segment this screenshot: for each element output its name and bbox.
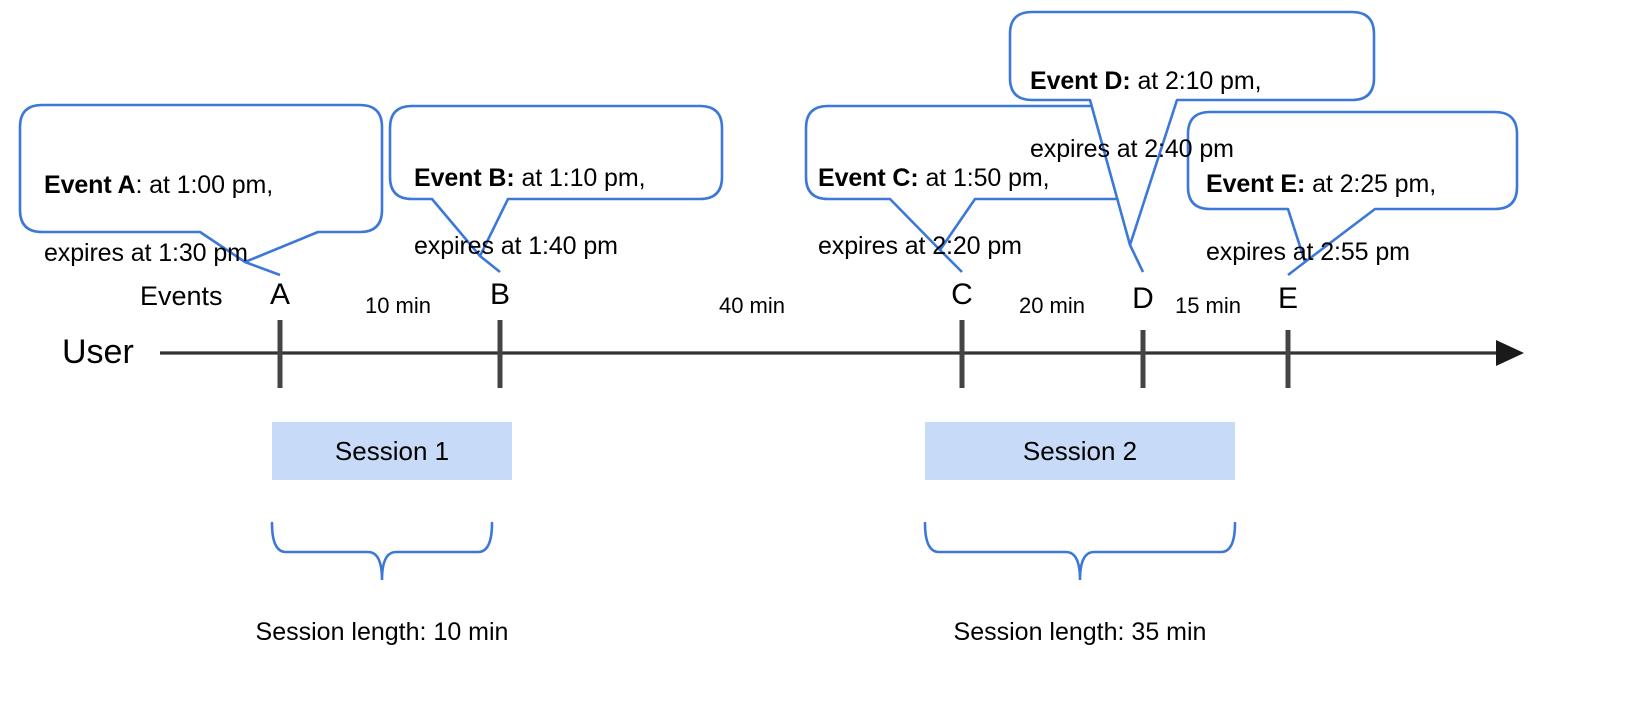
gap-label-a-b: 10 min bbox=[364, 293, 432, 318]
callout-rest-event-b: at 1:10 pm, bbox=[514, 164, 646, 192]
callout-line2-event-c: expires at 2:20 pm bbox=[818, 232, 1022, 260]
events-row-label: Events bbox=[140, 281, 223, 311]
callout-text-event-a: Event A: at 1:00 pm, expires at 1:30 pm bbox=[44, 134, 374, 270]
session-length-label-2: Session length: 35 min bbox=[953, 618, 1207, 646]
gap-label-d-e: 15 min bbox=[1174, 293, 1242, 318]
session-length-label-1: Session length: 10 min bbox=[255, 618, 509, 646]
callout-bold-event-d: Event D: bbox=[1030, 67, 1131, 95]
callout-line2-event-e: expires at 2:55 pm bbox=[1206, 238, 1410, 266]
gap-label-c-d: 20 min bbox=[1018, 293, 1086, 318]
callout-line2-event-b: expires at 1:40 pm bbox=[414, 232, 618, 260]
callout-rest-event-e: at 2:25 pm, bbox=[1305, 170, 1437, 198]
callout-text-event-d: Event D: at 2:10 pm, expires at 2:40 pm bbox=[1030, 30, 1370, 166]
event-letter-d: D bbox=[1132, 282, 1154, 315]
event-letter-c: C bbox=[951, 278, 973, 311]
callout-text-event-e: Event E: at 2:25 pm, expires at 2:55 pm bbox=[1206, 133, 1526, 269]
session-brace-2 bbox=[923, 521, 1237, 581]
session-bar-2-label: Session 2 bbox=[1022, 435, 1138, 466]
gap-label-b-c: 40 min bbox=[718, 293, 786, 318]
callout-text-event-c: Event C: at 1:50 pm, expires at 2:20 pm bbox=[818, 127, 1138, 263]
event-letter-a: A bbox=[269, 278, 291, 311]
session-bar-1-label: Session 1 bbox=[334, 435, 450, 466]
callout-line2-event-d: expires at 2:40 pm bbox=[1030, 135, 1234, 163]
event-letter-e: E bbox=[1277, 282, 1299, 315]
callout-bold-event-c: Event C: bbox=[818, 164, 919, 192]
callout-bold-event-b: Event B: bbox=[414, 164, 515, 192]
callout-line2-event-a: expires at 1:30 pm bbox=[44, 239, 248, 267]
callout-bold-event-a: Event A bbox=[44, 171, 136, 199]
session-bar-2[interactable]: Session 2 bbox=[925, 422, 1235, 480]
callout-bold-event-e: Event E: bbox=[1206, 170, 1306, 198]
user-actor-label: User bbox=[62, 333, 134, 371]
session-bar-1[interactable]: Session 1 bbox=[272, 422, 512, 480]
callout-rest-event-a: : at 1:00 pm, bbox=[135, 171, 274, 199]
timeline-arrowhead bbox=[1496, 340, 1524, 366]
session-brace-1 bbox=[270, 521, 494, 581]
callout-rest-event-d: at 2:10 pm, bbox=[1130, 67, 1262, 95]
callout-rest-event-c: at 1:50 pm, bbox=[918, 164, 1050, 192]
event-letter-b: B bbox=[489, 278, 511, 311]
callout-text-event-b: Event B: at 1:10 pm, expires at 1:40 pm bbox=[414, 127, 724, 263]
